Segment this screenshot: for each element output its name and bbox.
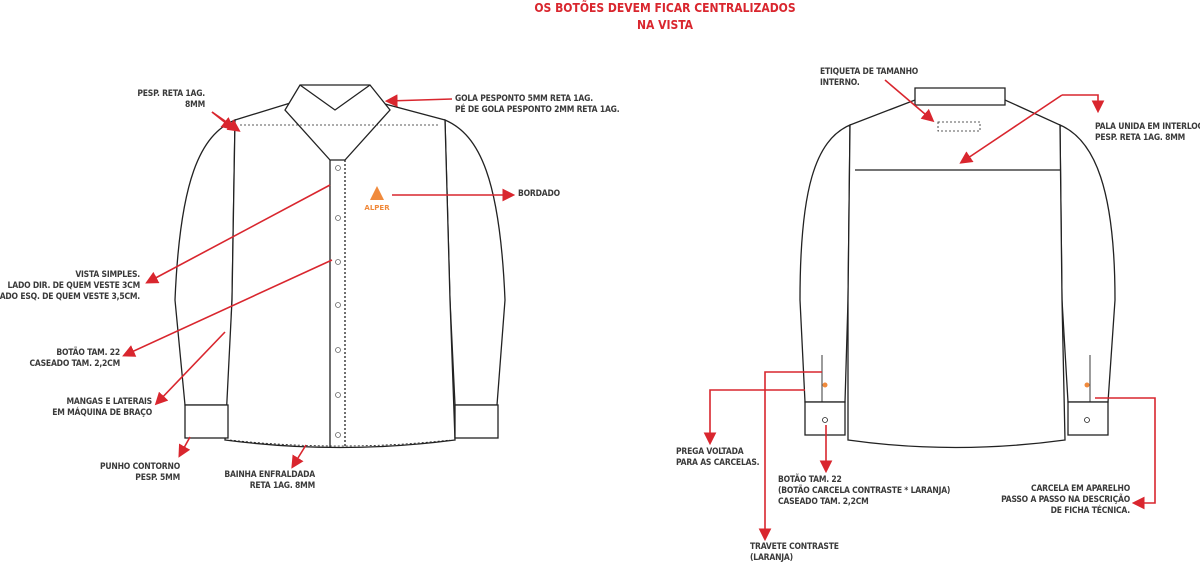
label-botao-back: BOTÃO TAM. 22 (BOTÃO CARCELA CONTRASTE *… [778, 475, 950, 508]
back-shirt [799, 87, 1116, 449]
label-line: EM MÁQUINA DE BRAÇO [52, 408, 152, 418]
label-line: TRAVETE CONTRASTE [750, 542, 839, 552]
label-line: PARA AS CARCELAS. [676, 458, 760, 468]
label-line: BOTÃO TAM. 22 [778, 475, 842, 485]
label-line: PESP. RETA 1AG. 8MM [1095, 133, 1186, 143]
label-line: BORDADO [518, 189, 560, 199]
label-line: PESP. 5MM [135, 473, 180, 483]
label-line: LADO DIR. DE QUEM VESTE 3CM [7, 281, 141, 291]
label-line: BOTÃO TAM. 22 [56, 348, 120, 358]
label-line: PREGA VOLTADA [676, 447, 744, 457]
label-line: CASEADO TAM. 2,2CM [778, 497, 869, 507]
label-line: PALA UNIDA EM INTERLOCK [1095, 122, 1200, 132]
front-shirt [174, 84, 506, 449]
title-line-2: NA VISTA [636, 18, 694, 32]
label-line: DE FICHA TÉCNICA. [1050, 506, 1131, 516]
label-line: LADO ESQ. DE QUEM VESTE 3,5CM. [0, 292, 140, 302]
label-vista: VISTA SIMPLES. LADO DIR. DE QUEM VESTE 3… [0, 270, 140, 303]
label-line: PASSO A PASSO NA DESCRIÇÃO [1001, 495, 1130, 505]
svg-text:ALPER: ALPER [364, 204, 390, 212]
label-travete: TRAVETE CONTRASTE (LARANJA) [750, 542, 839, 563]
page-title: OS BOTÕES DEVEM FICAR CENTRALIZADOS NA V… [480, 0, 850, 34]
label-line: PESP. RETA 1AG. [137, 89, 205, 99]
label-punho: PUNHO CONTORNO PESP. 5MM [100, 462, 180, 484]
label-bainha: BAINHA ENFRALDADA RETA 1AG. 8MM [224, 470, 315, 492]
label-line: (LARANJA) [750, 553, 793, 563]
label-gola: GOLA PESPONTO 5MM RETA 1AG. PÉ DE GOLA P… [455, 94, 620, 116]
label-line: (BOTÃO CARCELA CONTRASTE * LARANJA) [778, 486, 951, 496]
label-mangas: MANGAS E LATERAIS EM MÁQUINA DE BRAÇO [52, 397, 152, 419]
alper-logo: ALPER [364, 186, 390, 212]
label-carcela: CARCELA EM APARELHO PASSO A PASSO NA DES… [1001, 484, 1130, 517]
label-line: INTERNO. [820, 78, 860, 88]
arrows [122, 79, 1156, 542]
label-line: PÉ DE GOLA PESPONTO 2MM RETA 1AG. [455, 105, 620, 115]
label-line: CARCELA EM APARELHO [1031, 484, 1130, 494]
label-prega: PREGA VOLTADA PARA AS CARCELAS. [676, 447, 760, 469]
label-line: BAINHA ENFRALDADA [224, 470, 315, 480]
label-line: CASEADO TAM. 2,2CM [29, 359, 120, 369]
label-line: RETA 1AG. 8MM [249, 481, 315, 491]
label-bordado: BORDADO [518, 189, 560, 200]
label-line: PUNHO CONTORNO [100, 462, 180, 472]
label-pesp-reta: PESP. RETA 1AG. 8MM [137, 89, 205, 111]
title-line-1: OS BOTÕES DEVEM FICAR CENTRALIZADOS [534, 1, 796, 15]
label-line: GOLA PESPONTO 5MM RETA 1AG. [455, 94, 593, 104]
label-botao-front: BOTÃO TAM. 22 CASEADO TAM. 2,2CM [29, 348, 120, 370]
label-line: VISTA SIMPLES. [75, 270, 140, 280]
label-pala: PALA UNIDA EM INTERLOCK PESP. RETA 1AG. … [1095, 122, 1200, 144]
label-line: MANGAS E LATERAIS [66, 397, 152, 407]
label-line: 8MM [185, 100, 205, 110]
label-line: ETIQUETA DE TAMANHO [820, 67, 919, 77]
label-etiqueta: ETIQUETA DE TAMANHO INTERNO. [820, 67, 918, 89]
